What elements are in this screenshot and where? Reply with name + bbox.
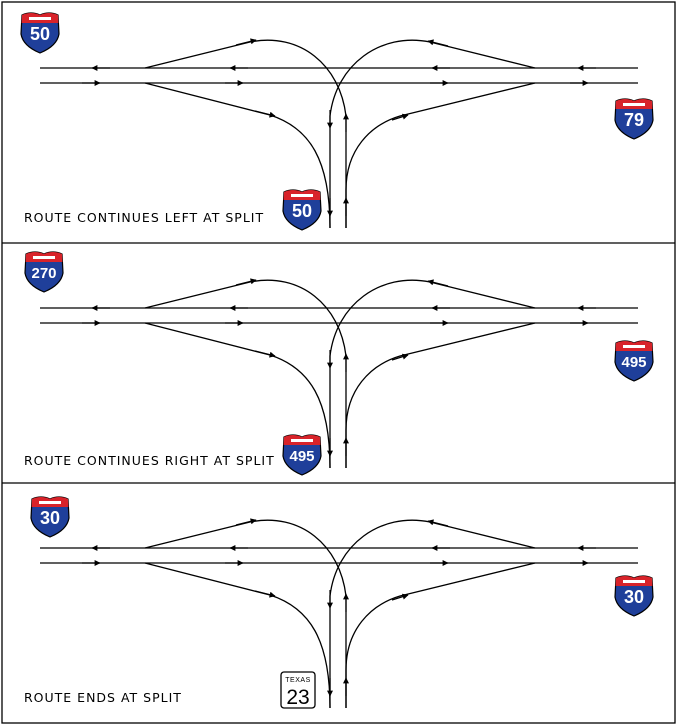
left-diverge-ramp bbox=[144, 562, 331, 709]
interstate-shield-icon bbox=[614, 575, 654, 617]
ramp-arrow bbox=[235, 38, 257, 46]
main-route-number: 270 bbox=[31, 265, 56, 282]
shield-banner-strip bbox=[33, 256, 55, 259]
interstate-shield-icon bbox=[282, 189, 322, 231]
interstate-shield-icon bbox=[614, 98, 654, 140]
interstate-shield-icon bbox=[20, 12, 60, 54]
texas-route-sign: TEXAS 23 bbox=[280, 671, 316, 709]
right-merge-ramp bbox=[345, 82, 536, 228]
ramp-arrow bbox=[427, 39, 449, 47]
shield-banner-strip bbox=[291, 194, 313, 197]
shield-banner-strip bbox=[291, 439, 313, 442]
left-diverge-ramp bbox=[144, 322, 331, 469]
interstate-shield-icon bbox=[30, 496, 70, 538]
main-route-shield: 50 bbox=[20, 12, 60, 54]
left-loop-ramp bbox=[144, 39, 347, 228]
texas-label: TEXAS bbox=[285, 677, 310, 684]
left-loop-ramp bbox=[144, 279, 347, 468]
texas-state-route-icon bbox=[280, 671, 316, 709]
bottom-route-shield: 50 bbox=[282, 189, 322, 231]
ramp-arrow bbox=[391, 593, 409, 601]
shield-banner-strip bbox=[29, 17, 51, 20]
panel-route-continues-right: 270 495 495 ROUTE CONTINUES RIGHT AT SPL… bbox=[24, 251, 654, 476]
shield-banner-strip bbox=[623, 345, 645, 348]
right-route-number: 495 bbox=[621, 354, 646, 371]
interstate-shield-icon bbox=[24, 251, 64, 293]
panel-route-continues-left: 50 79 50 ROUTE CONTINUES LEFT AT SPLIT bbox=[20, 12, 654, 231]
right-route-shield: 79 bbox=[614, 98, 654, 140]
bottom-route-shield: 495 bbox=[282, 434, 322, 476]
left-diverge-ramp bbox=[144, 82, 331, 229]
panel-caption: ROUTE CONTINUES LEFT AT SPLIT bbox=[24, 210, 264, 225]
ramp-arrow bbox=[254, 590, 276, 598]
main-route-shield: 270 bbox=[24, 251, 64, 293]
right-loop-ramp bbox=[329, 279, 536, 468]
main-route-number: 50 bbox=[30, 24, 50, 44]
bottom-route-number: 495 bbox=[289, 448, 314, 465]
shield-banner-strip bbox=[623, 103, 645, 106]
ramp-arrow bbox=[235, 518, 257, 526]
right-route-number: 79 bbox=[624, 110, 644, 130]
right-route-shield: 30 bbox=[614, 575, 654, 617]
ramp-arrow bbox=[391, 113, 409, 121]
road-network bbox=[40, 38, 638, 229]
right-loop-ramp bbox=[329, 519, 536, 708]
ramp-arrow bbox=[254, 350, 276, 358]
panel-route-ends: 30 30 TEXAS 23 ROUTE ENDS AT SPLIT bbox=[24, 496, 654, 709]
road-network bbox=[40, 278, 638, 469]
right-route-number: 30 bbox=[624, 587, 644, 607]
road-network bbox=[40, 518, 638, 709]
shield-banner-strip bbox=[39, 501, 61, 504]
right-loop-ramp bbox=[329, 39, 536, 228]
ramp-arrow bbox=[254, 110, 276, 118]
texas-route-number: 23 bbox=[286, 686, 309, 709]
shield-banner-strip bbox=[623, 580, 645, 583]
bottom-route-number: 50 bbox=[292, 201, 312, 221]
interstate-shield-icon bbox=[614, 340, 654, 382]
ramp-arrow bbox=[427, 279, 449, 287]
main-route-shield: 30 bbox=[30, 496, 70, 538]
left-loop-ramp bbox=[144, 519, 347, 708]
right-route-shield: 495 bbox=[614, 340, 654, 382]
ramp-arrow bbox=[427, 519, 449, 527]
right-merge-ramp bbox=[345, 562, 536, 708]
panel-caption: ROUTE ENDS AT SPLIT bbox=[24, 690, 182, 705]
right-merge-ramp bbox=[345, 322, 536, 468]
panel-caption: ROUTE CONTINUES RIGHT AT SPLIT bbox=[24, 453, 275, 468]
interstate-shield-icon bbox=[282, 434, 322, 476]
main-route-number: 30 bbox=[40, 508, 60, 528]
ramp-arrow bbox=[391, 353, 409, 361]
ramp-arrow bbox=[235, 278, 257, 286]
